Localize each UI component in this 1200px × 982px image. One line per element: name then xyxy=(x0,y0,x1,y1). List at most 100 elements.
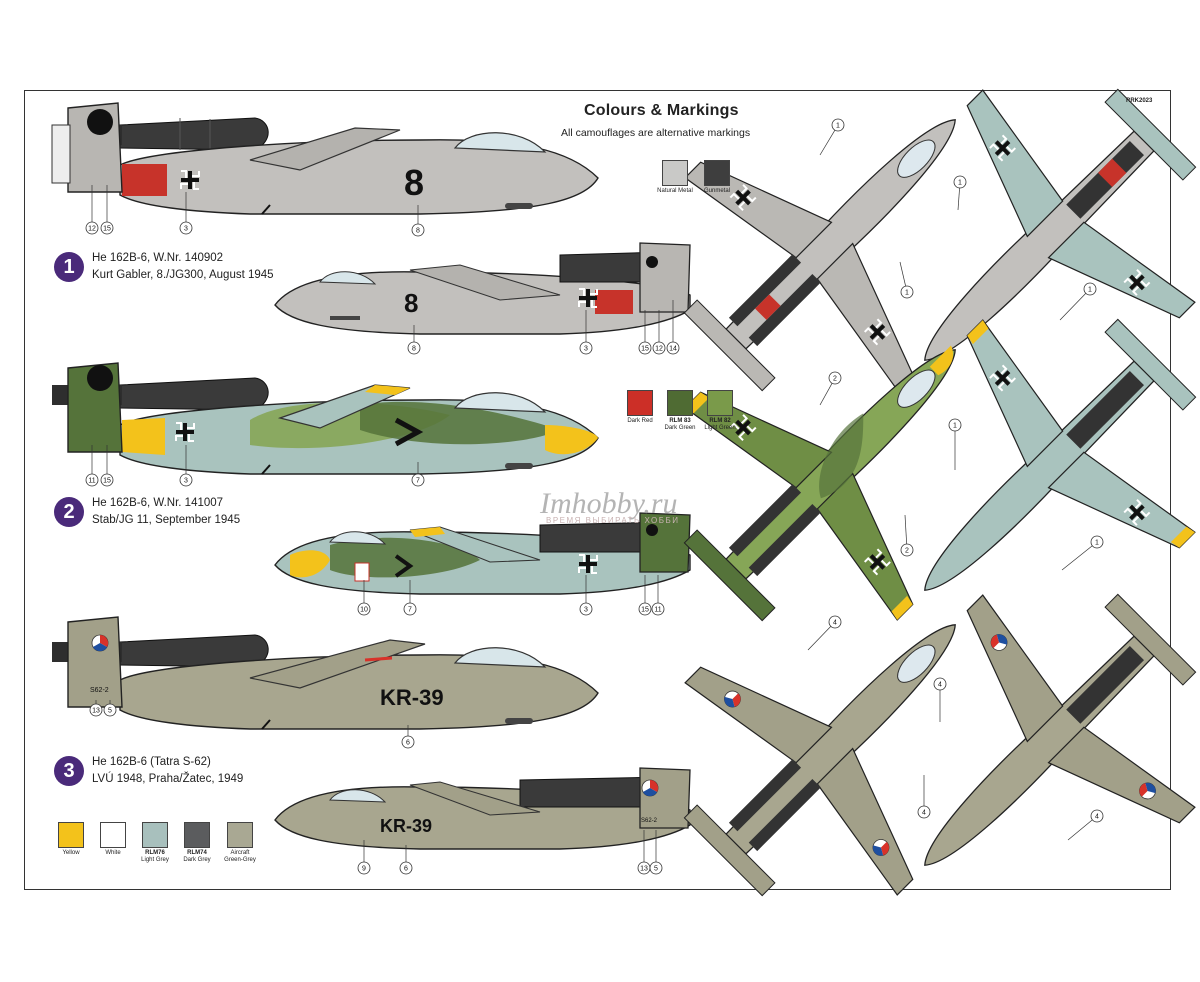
swatch-rlm74: RLM74 Dark Grey xyxy=(178,822,216,864)
swatch-color-box xyxy=(184,822,210,848)
callout-circle xyxy=(948,418,962,432)
callout-circle xyxy=(649,861,663,875)
callout-marker: 3 xyxy=(579,575,593,616)
callout-circle xyxy=(407,341,421,355)
watermark-tagline: ВРЕМЯ ВЫБИРАТЬ ХОББИ xyxy=(546,516,680,525)
scheme-2-left-profile xyxy=(52,362,599,475)
callout-marker: 4 xyxy=(933,677,947,722)
callout-circle xyxy=(1083,282,1097,296)
callout-marker: 6 xyxy=(399,845,413,875)
scheme-3-right-profile xyxy=(274,767,691,850)
callout-marker: 4 xyxy=(807,615,842,651)
swatch-white: White xyxy=(94,822,132,857)
swatch-color-box xyxy=(704,160,730,186)
callout-circle xyxy=(399,861,413,875)
swatch-color-box xyxy=(662,160,688,186)
scheme-2-aircraft: He 162B-6, W.Nr. 141007 xyxy=(92,497,224,509)
callout-marker: 5 xyxy=(649,830,663,875)
swatch-label: Light Green xyxy=(704,425,736,431)
sheet-code: RRK2023 xyxy=(1126,98,1153,104)
swatch-color-box xyxy=(627,390,653,416)
callout-marker: 12 xyxy=(652,310,666,355)
callout-marker: 1 xyxy=(819,118,845,156)
callout-marker: 1 xyxy=(948,418,962,470)
scheme-3-aircraft: He 162B-6 (Tatra S-62) xyxy=(92,756,211,768)
callout-number: 2 xyxy=(905,548,909,555)
callout-number: 12 xyxy=(655,346,663,353)
callout-marker: 10 xyxy=(357,580,371,616)
callout-circle xyxy=(357,861,371,875)
callout-number: 10 xyxy=(360,607,368,614)
callout-circle xyxy=(917,805,931,819)
scheme-1-plan-bottom xyxy=(924,88,1197,361)
watermark-logo: Imhobby.ru xyxy=(540,487,678,520)
callout-marker: 3 xyxy=(179,192,193,235)
swatch-label: White xyxy=(105,850,121,856)
callout-number: 1 xyxy=(1095,540,1099,547)
scheme-3-left-profile xyxy=(52,616,599,730)
instruction-sheet-frame xyxy=(24,90,1171,890)
swatch-gunmetal: Gunmetal xyxy=(697,160,737,195)
callout-number: 14 xyxy=(669,346,677,353)
swatch-yellow: Yellow xyxy=(52,822,90,857)
callout-number: 3 xyxy=(184,226,188,233)
callout-number: 4 xyxy=(922,810,926,817)
scheme-3-side-number-left: KR-39 xyxy=(380,685,444,710)
page-title: Colours & Markings xyxy=(584,102,739,119)
scheme-3-tail-code-left: S62-2 xyxy=(90,687,109,694)
callout-circle xyxy=(900,285,914,299)
callout-marker: 15 xyxy=(638,310,652,355)
callout-circle xyxy=(579,341,593,355)
callout-circle xyxy=(933,677,947,691)
scheme-3-plan-bottom xyxy=(924,593,1197,866)
callout-number: 11 xyxy=(88,478,95,485)
callout-number: 6 xyxy=(404,866,408,873)
callout-number: 3 xyxy=(584,346,588,353)
callout-marker: 6 xyxy=(401,725,415,749)
swatch-color-box xyxy=(227,822,253,848)
callout-marker: 1 xyxy=(1059,282,1097,321)
callout-marker: 1 xyxy=(953,175,967,211)
swatch-color-box xyxy=(142,822,168,848)
swatch-code: Aircraft xyxy=(230,850,250,856)
swatch-green-grey: Aircraft Green-Grey xyxy=(220,822,260,864)
scheme-1-side-number-left: 8 xyxy=(404,162,424,203)
callout-circle xyxy=(103,703,117,717)
scheme-2-unit: Stab/JG 11, September 1945 xyxy=(92,514,241,526)
callout-circle xyxy=(411,223,425,237)
callout-number: 5 xyxy=(654,866,658,873)
callout-number: 15 xyxy=(641,607,649,614)
callout-circle xyxy=(828,615,842,629)
scheme-number-badge: 3 xyxy=(54,756,84,786)
callout-marker: 3 xyxy=(579,310,593,355)
callout-marker: 8 xyxy=(407,325,421,355)
swatch-code: RLM76 xyxy=(145,850,165,856)
callout-circle xyxy=(89,703,103,717)
swatch-label: Dark Grey xyxy=(183,857,211,863)
callout-circle xyxy=(100,473,114,487)
callout-number: 7 xyxy=(416,478,420,485)
callout-marker: 7 xyxy=(411,462,425,487)
swatch-rlm76: RLM76 Light Grey xyxy=(136,822,174,864)
callout-number: 8 xyxy=(416,228,420,235)
callout-marker: 7 xyxy=(403,580,417,616)
callout-circle xyxy=(831,118,845,132)
callout-circle xyxy=(411,473,425,487)
callout-marker: 12 xyxy=(85,185,99,235)
scheme-number-badge: 1 xyxy=(54,252,84,282)
scheme-3-unit: LVÚ 1948, Praha/Žatec, 1949 xyxy=(92,773,244,785)
swatch-code: RLM 83 xyxy=(669,418,691,424)
callout-number: 13 xyxy=(640,866,648,873)
swatch-color-box xyxy=(707,390,733,416)
callout-marker: 13 xyxy=(89,700,103,717)
callout-marker: 15 xyxy=(638,575,652,616)
swatch-color-box xyxy=(100,822,126,848)
callout-circle xyxy=(953,175,967,189)
callout-marker: 14 xyxy=(666,300,680,355)
swatch-label: Dark Green xyxy=(664,425,696,431)
callout-marker: 4 xyxy=(917,775,931,819)
swatch-label: Light Grey xyxy=(141,857,169,863)
callout-number: 3 xyxy=(584,607,588,614)
scheme-2-right-profile xyxy=(274,512,691,595)
